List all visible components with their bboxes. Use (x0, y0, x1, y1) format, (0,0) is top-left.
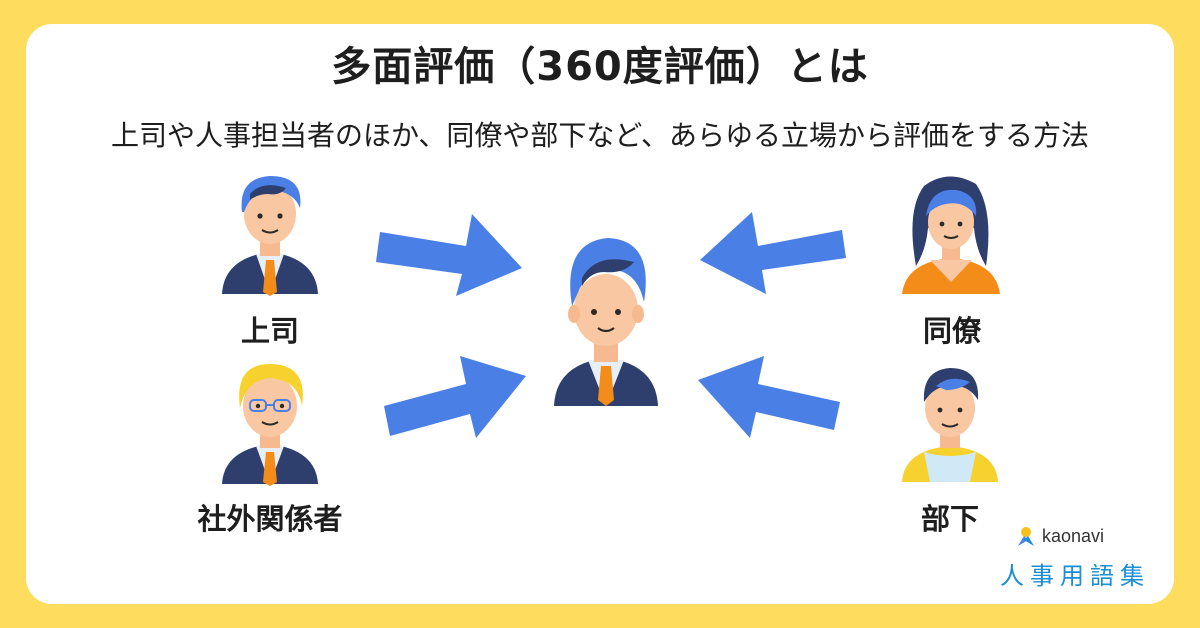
brand-name: kaonavi (1042, 526, 1105, 546)
arrow-icon (700, 212, 846, 294)
page-title: 多面評価（360度評価）とは (331, 44, 869, 90)
page-subtitle: 上司や人事担当者のほか、同僚や部下など、あらゆる立場から評価をする方法 (110, 119, 1090, 152)
evaluated-person-icon (554, 238, 658, 406)
external-avatar-icon (222, 364, 318, 486)
brand-subtitle: 人事用語集 (1000, 562, 1150, 590)
subordinate-avatar-icon (902, 368, 998, 482)
boss-avatar-icon (222, 176, 318, 296)
colleague-avatar-icon (902, 176, 1000, 294)
role-label-colleague: 同僚 (922, 314, 981, 348)
kaonavi-logo-icon (1018, 527, 1034, 546)
arrow-icon (698, 356, 840, 438)
arrow-icon (384, 356, 526, 438)
role-label-external: 社外関係者 (197, 502, 343, 536)
role-label-boss: 上司 (240, 314, 299, 348)
arrow-icon (376, 214, 522, 296)
role-label-subordinate: 部下 (920, 502, 979, 536)
